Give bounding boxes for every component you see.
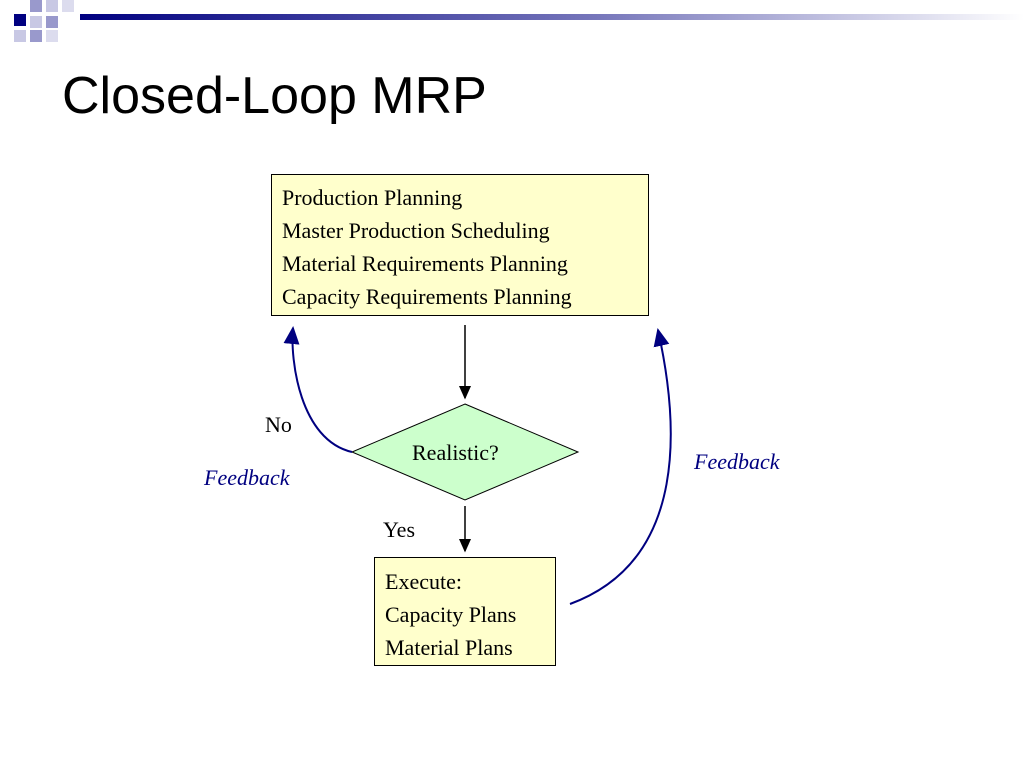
execute-line-capacity: Capacity Plans	[385, 602, 517, 627]
planning-line-crp: Capacity Requirements Planning	[282, 284, 572, 309]
planning-line-mrp: Material Requirements Planning	[282, 251, 568, 276]
deco-square	[30, 30, 42, 42]
execute-line-heading: Execute:	[385, 569, 462, 594]
planning-line-production: Production Planning	[282, 185, 463, 210]
deco-square	[62, 0, 74, 12]
deco-square	[14, 30, 26, 42]
deco-square	[14, 14, 26, 26]
deco-square	[46, 16, 58, 28]
decision-label: Realistic?	[412, 440, 499, 465]
feedback-label-left: Feedback	[204, 465, 290, 490]
planning-line-mps: Master Production Scheduling	[282, 218, 550, 243]
no-label: No	[265, 412, 292, 437]
feedback-arrow-no	[283, 326, 353, 453]
yes-label: Yes	[383, 517, 416, 542]
slide-title: Closed-Loop MRP	[62, 67, 487, 125]
feedback-arrow-execute	[569, 328, 672, 605]
deco-square	[46, 30, 58, 42]
deco-square	[30, 0, 42, 12]
feedback-label-right: Feedback	[694, 449, 780, 474]
planning-box: Production Planning Master Production Sc…	[271, 174, 649, 316]
deco-square	[30, 16, 42, 28]
execute-line-material: Material Plans	[385, 635, 513, 660]
header-decoration	[14, 0, 1024, 42]
deco-square	[46, 0, 58, 12]
execute-box: Execute: Capacity Plans Material Plans	[374, 557, 556, 666]
decision-diamond	[350, 403, 580, 501]
deco-gradient-bar	[80, 14, 1024, 20]
